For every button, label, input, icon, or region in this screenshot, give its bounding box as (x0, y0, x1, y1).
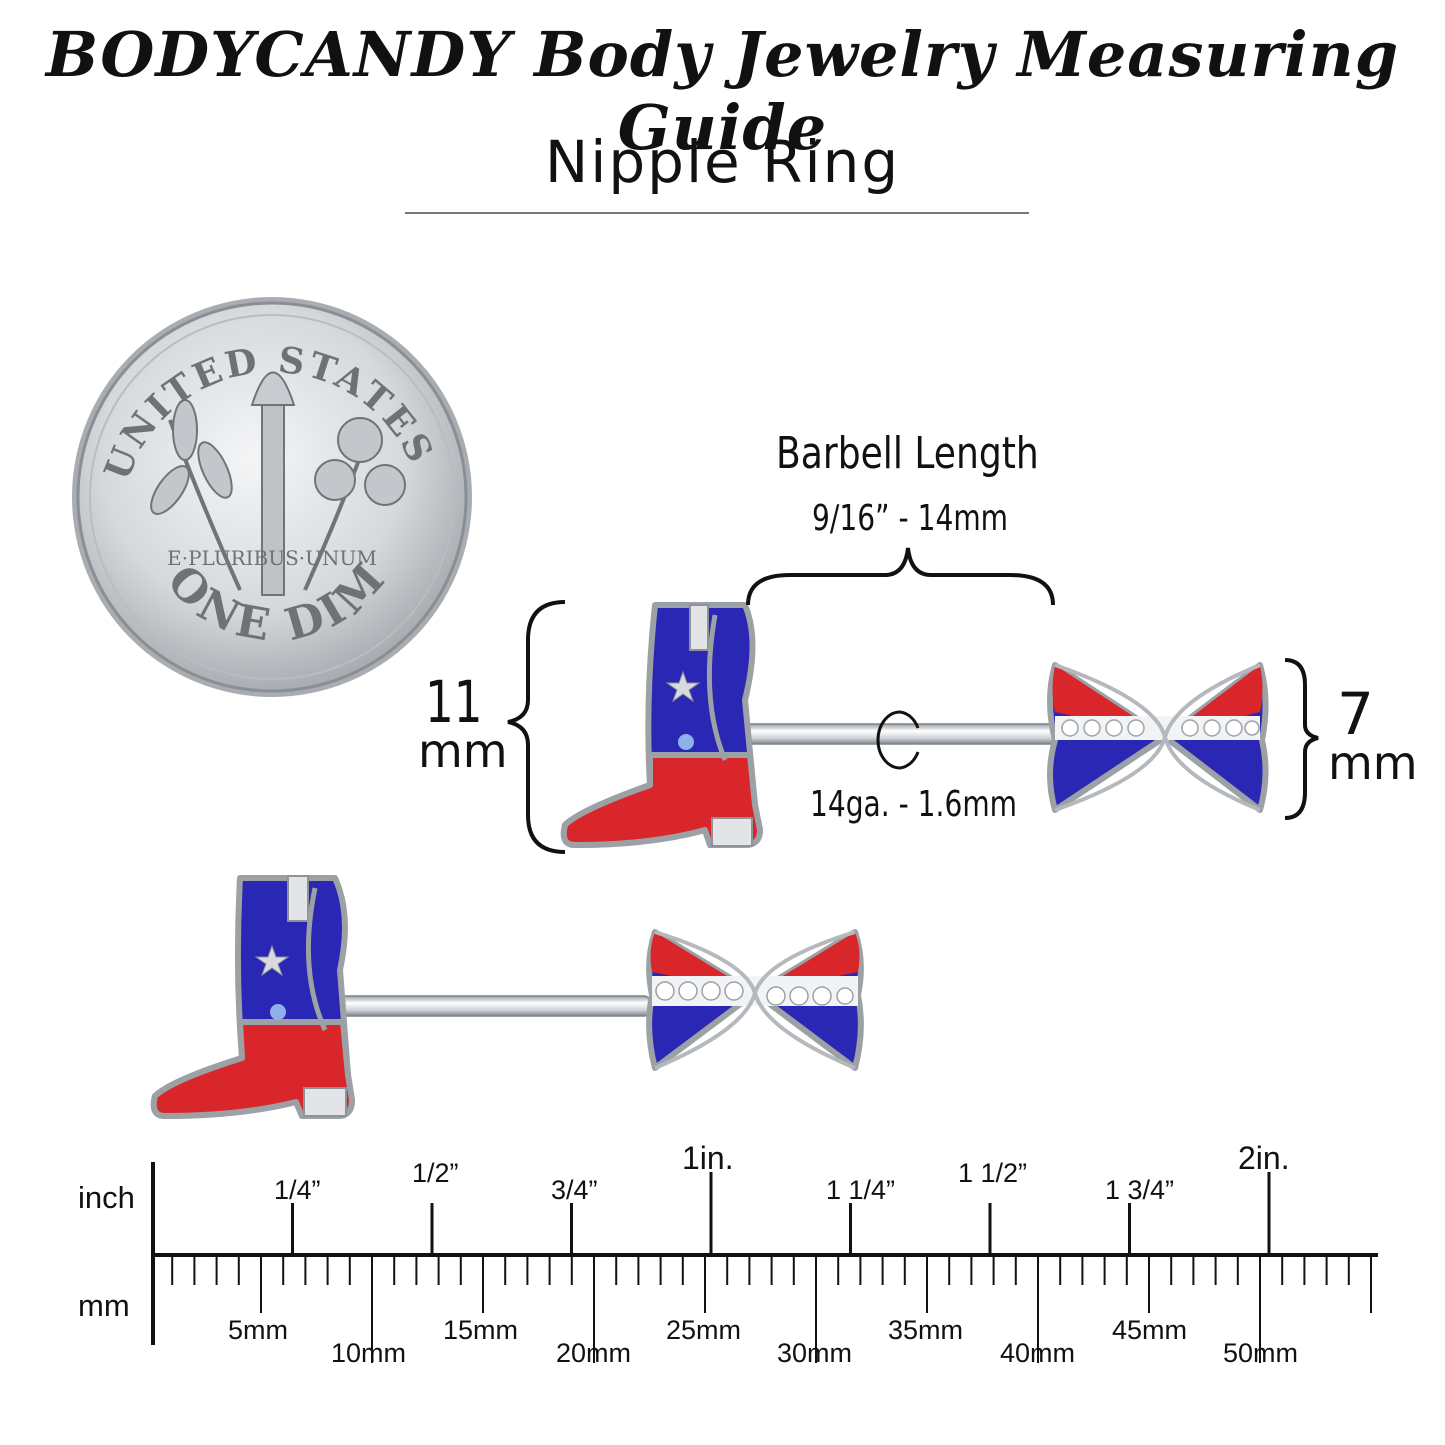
left-height-brace (507, 600, 566, 854)
inch-mark-label: 1/2” (412, 1158, 459, 1188)
mm-mark-label: 25mm (666, 1315, 742, 1345)
inch-mark-label: 1in. (682, 1140, 734, 1176)
inch-mark-label: 3/4” (551, 1175, 598, 1205)
coin-motto: E·PLURIBUS·UNUM (167, 546, 377, 570)
right-height-brace (1284, 658, 1319, 820)
ruler-inch-label: inch (78, 1180, 135, 1215)
ruler (151, 1162, 1378, 1363)
mm-mark-label: 15mm (443, 1315, 519, 1345)
bow-tie-icon (1047, 662, 1269, 813)
gauge-value: 14ga. - 1.6mm (810, 784, 1018, 825)
mm-mark-label: 45mm (1112, 1315, 1188, 1345)
mm-mark-label: 35mm (888, 1315, 964, 1345)
mm-mark-label: 20mm (556, 1338, 632, 1368)
inch-mark-label: 1 1/4” (826, 1175, 896, 1205)
right-height-unit: mm (1328, 736, 1418, 790)
mm-mark-label: 5mm (228, 1315, 288, 1345)
mm-mark-label: 10mm (331, 1338, 407, 1368)
cowboy-boot-icon-lower (150, 875, 355, 1119)
guide-title: BODYCANDY Body Jewelry Measuring Guide (45, 18, 1400, 164)
left-height-unit: mm (418, 724, 508, 778)
cowboy-boot-icon (560, 602, 763, 848)
mm-mark-label: 50mm (1223, 1338, 1299, 1368)
barbell-bar-lower (329, 995, 651, 1017)
right-height-number: 7 (1337, 680, 1374, 748)
inch-mark-label: 1/4” (274, 1175, 321, 1205)
mm-mark-label: 30mm (777, 1338, 853, 1368)
mm-mark-label: 40mm (1000, 1338, 1076, 1368)
inch-mark-label: 1 3/4” (1105, 1175, 1175, 1205)
product-type-title: Nipple Ring (544, 128, 901, 196)
dime-coin: UNITED STATES OF AMERICA E·PLURIBUS·UNUM… (0, 0, 472, 697)
barbell-length-label: Barbell Length (776, 428, 1039, 479)
barbell-bar (734, 723, 1076, 745)
nipple-ring-measured (507, 547, 1319, 854)
title-divider (405, 212, 1029, 214)
bow-tie-icon-lower (646, 929, 864, 1071)
ruler-mm-label: mm (78, 1288, 130, 1323)
inch-mark-label: 2in. (1238, 1140, 1290, 1176)
gauge-indicator (876, 710, 901, 770)
nipple-ring-photo (150, 875, 864, 1119)
barbell-length-value: 9/16” - 14mm (812, 498, 1009, 539)
inch-mark-label: 1 1/2” (958, 1158, 1028, 1188)
left-height-number: 11 (425, 668, 483, 736)
barbell-length-brace (746, 547, 1055, 606)
